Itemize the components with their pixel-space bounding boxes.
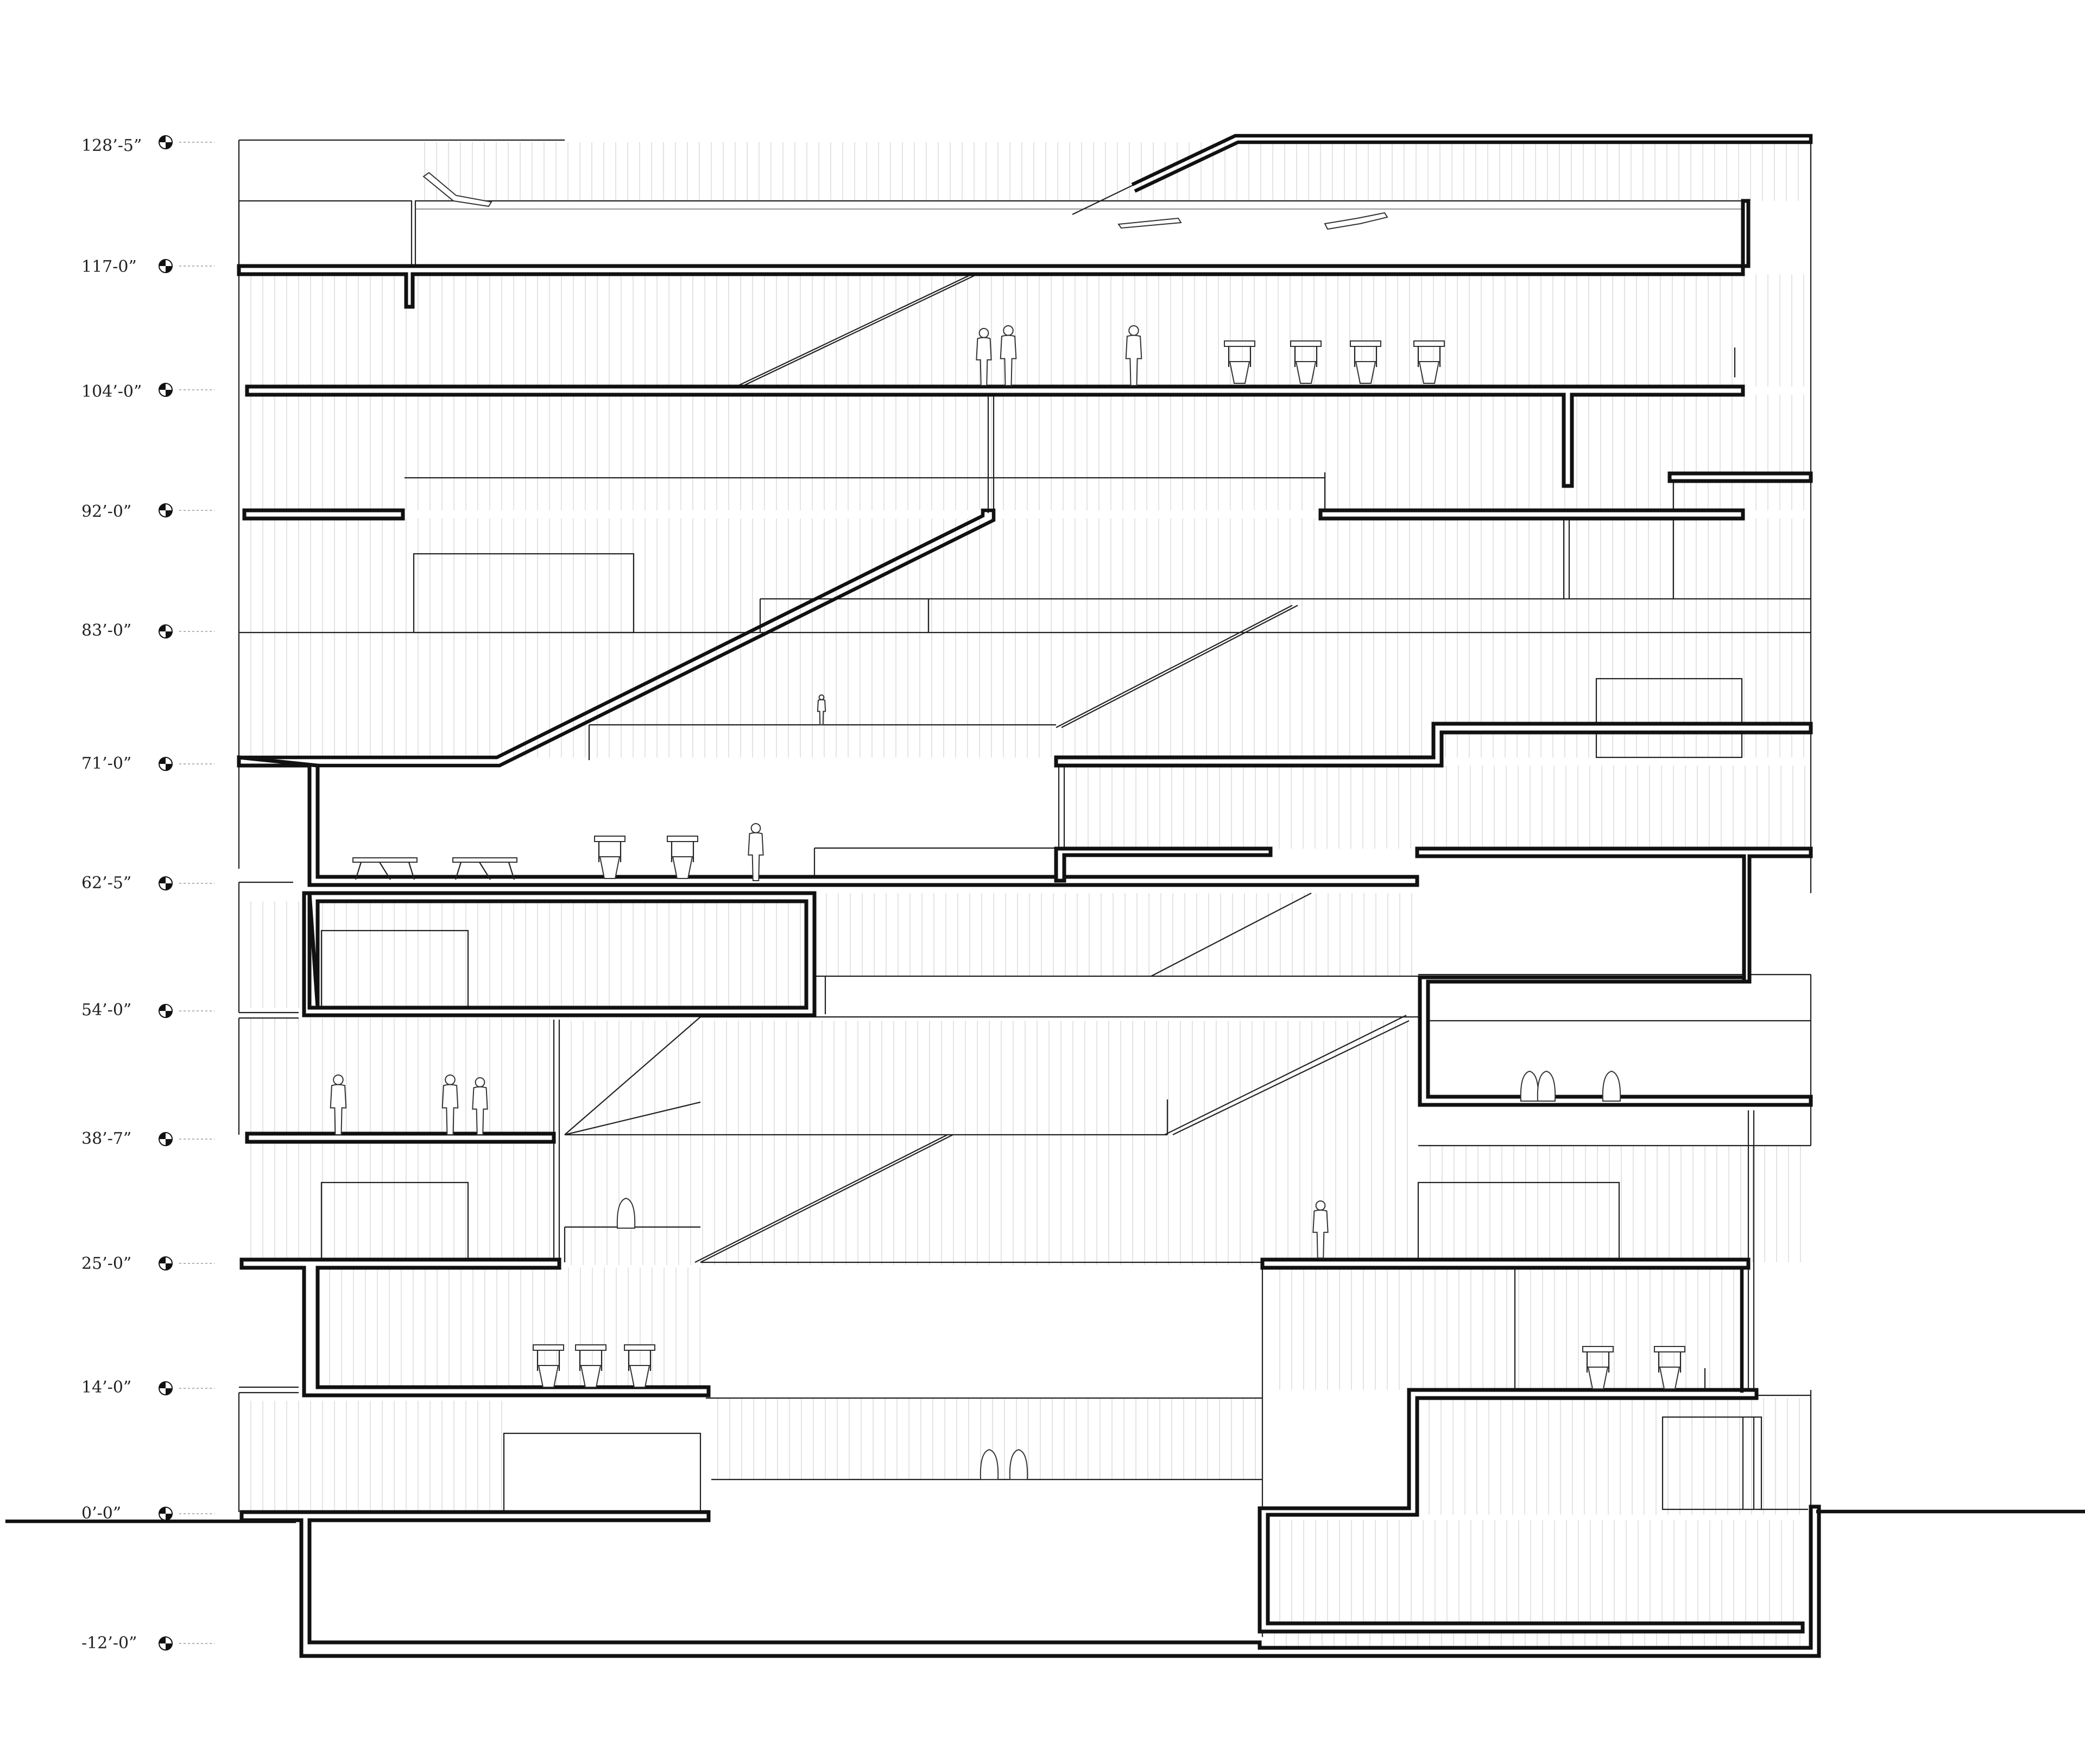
- floor-104: [245, 384, 1745, 488]
- level-datum-icon: [159, 1004, 214, 1018]
- person-silhouette: [817, 694, 826, 725]
- level-datum-icon: [159, 503, 214, 517]
- level-label: 14’-0”: [81, 1378, 131, 1397]
- level-label: 83’-0”: [81, 621, 131, 640]
- level-label: 62’-5”: [81, 874, 131, 893]
- gym-machine: [624, 1344, 655, 1388]
- floor-14-right-step: [1258, 1388, 1805, 1634]
- swimmer-silhouettes: [422, 172, 1388, 230]
- level-label: 104’-0”: [81, 382, 142, 401]
- rooftop-pool: [414, 200, 1744, 266]
- vertical-cladding-lines: [250, 142, 1811, 1648]
- level-label: -12’-0”: [81, 1634, 137, 1653]
- table: [352, 857, 418, 880]
- gym-machine: [1290, 340, 1322, 384]
- level-label: 54’-0”: [81, 1001, 131, 1020]
- floor-92-right: [1318, 508, 1745, 521]
- level-label: 71’-0”: [81, 754, 131, 773]
- level-markers: [159, 135, 214, 1651]
- level-datum-icon: [159, 757, 214, 771]
- floor-71-left-box: [237, 755, 1419, 887]
- cut-structure: [5, 134, 2085, 1658]
- level-datum-icon: [159, 624, 214, 638]
- floor-25-left-box: [239, 1257, 711, 1398]
- gym-machine: [533, 1344, 564, 1388]
- person-silhouette: [1312, 1200, 1329, 1259]
- person-silhouette: [472, 1077, 488, 1135]
- seated-person-silhouette: [1009, 1449, 1028, 1480]
- gym-machine: [1413, 340, 1445, 384]
- level-datum-icon: [159, 1507, 214, 1521]
- level-datum-icon: [159, 135, 214, 149]
- level-label: 38’-7”: [81, 1129, 131, 1148]
- seated-person-silhouette: [616, 1197, 636, 1229]
- seated-person-silhouette: [1537, 1070, 1556, 1102]
- people-and-furniture: [330, 172, 1685, 1480]
- gym-machine: [594, 836, 626, 879]
- level-datum-icon: [159, 876, 214, 890]
- level-label: 92’-0”: [81, 502, 131, 521]
- pool-slab: [237, 199, 1751, 309]
- gym-machine: [667, 836, 698, 879]
- level-datum-icon: [159, 259, 214, 273]
- floor-62-mezz: [1054, 846, 1273, 883]
- gym-machine: [1350, 340, 1381, 384]
- floor-25-right: [1260, 1257, 1751, 1270]
- floor-62-right: [1415, 846, 1813, 984]
- level-label: 117-0”: [81, 257, 137, 276]
- gym-machine: [1654, 1346, 1685, 1389]
- person-silhouette: [441, 1074, 459, 1135]
- basement-enclosure: [239, 1504, 1821, 1658]
- level-datum-icon: [159, 1381, 214, 1395]
- level-label: 128’-5”: [81, 136, 142, 155]
- person-silhouette: [748, 823, 764, 881]
- level-datum-icon: [159, 1636, 214, 1651]
- floor-71-right: [1054, 722, 1813, 768]
- seated-person-silhouette: [980, 1449, 999, 1480]
- floor-54-left-box: [302, 891, 817, 1017]
- seated-person-silhouette: [1602, 1070, 1621, 1102]
- gym-machine: [1224, 340, 1255, 384]
- gym-machine: [575, 1344, 606, 1388]
- person-silhouette: [330, 1074, 347, 1135]
- gym-machine: [1582, 1346, 1614, 1389]
- roof-slab: [1131, 134, 1813, 193]
- floor-92-left: [242, 508, 405, 521]
- balcony-92: [1667, 471, 1813, 483]
- floor-54-right-box: [1418, 975, 1813, 1107]
- person-silhouette: [976, 328, 992, 386]
- level-label: 25’-0”: [81, 1254, 131, 1273]
- person-silhouette: [1000, 325, 1017, 386]
- seated-person-silhouette: [1520, 1070, 1539, 1102]
- level-datum-icon: [159, 1132, 214, 1146]
- person-silhouette: [1125, 325, 1142, 386]
- floor-38-left: [245, 1131, 556, 1144]
- diagonal-ramp: [237, 508, 996, 768]
- table: [452, 857, 517, 880]
- level-datum-icon: [159, 383, 214, 397]
- level-datum-icon: [159, 1256, 214, 1270]
- level-labels: 128’-5” 117-0” 104’-0” 92’-0” 83’-0” 71’…: [81, 136, 142, 1653]
